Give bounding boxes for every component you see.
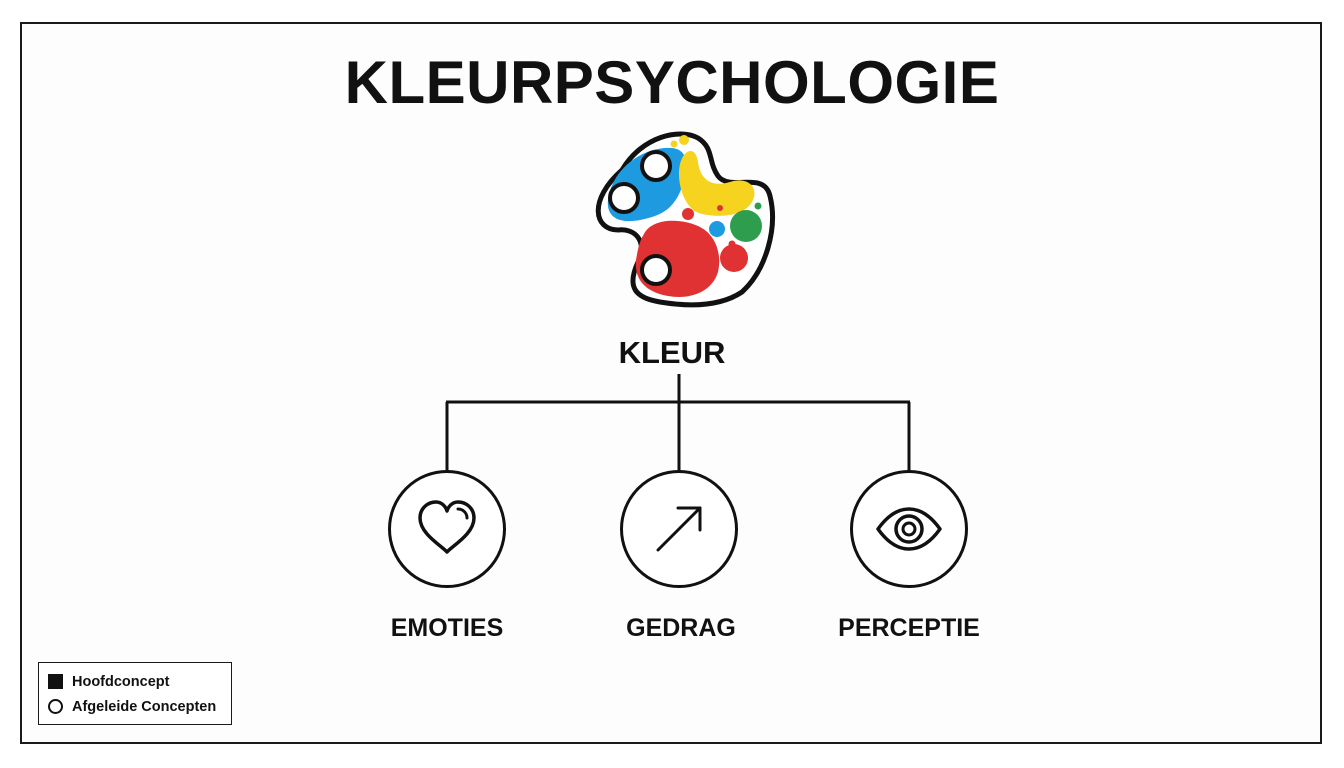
arrow-up-right-icon	[656, 506, 702, 552]
legend-label-main: Hoofdconcept	[72, 673, 170, 690]
diagram-title: KLEURPSYCHOLOGIE	[344, 49, 1000, 116]
root-concept-label: KLEUR	[618, 335, 726, 370]
node-gedrag	[620, 470, 738, 588]
legend-label-derived: Afgeleide Concepten	[72, 698, 217, 715]
node-emoties	[388, 470, 506, 588]
legend-item-main: Hoofdconcept	[48, 669, 231, 694]
filled-square-icon	[48, 674, 63, 689]
paint-palette-icon	[595, 131, 775, 308]
open-circle-icon	[48, 699, 63, 714]
legend: Hoofdconcept Afgeleide Concepten	[38, 662, 232, 725]
node-label-perceptie: PERCEPTIE	[838, 614, 980, 642]
node-label-emoties: EMOTIES	[390, 614, 504, 642]
eye-icon	[876, 507, 942, 551]
heart-icon	[418, 500, 476, 554]
node-perceptie	[850, 470, 968, 588]
legend-item-derived: Afgeleide Concepten	[48, 694, 231, 719]
node-label-gedrag: GEDRAG	[626, 614, 736, 642]
